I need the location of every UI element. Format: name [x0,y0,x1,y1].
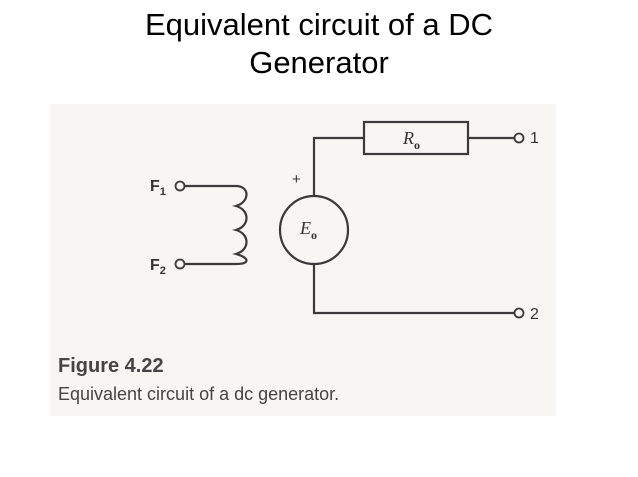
title-line-2: Generator [249,45,389,80]
wire-bottom [312,264,514,315]
polarity-plus-label: + [292,171,301,188]
figure-caption: Equivalent circuit of a dc generator. [58,384,340,404]
wire-top [312,136,364,196]
terminal-f1-label: F1 [150,178,166,198]
terminal-f2 [174,258,186,270]
terminal-f2-label: F2 [150,257,166,277]
terminal-2 [513,307,525,319]
slide-title: Equivalent circuit of a DC Generator [0,6,638,82]
terminal-f1 [174,180,186,192]
terminal-2-label: 2 [530,306,539,323]
scanned-figure-background [50,104,556,416]
title-line-1: Equivalent circuit of a DC [144,7,494,42]
terminal-1 [513,132,525,144]
resistor-label: Ro [402,128,420,152]
generator-source [278,194,350,266]
field-winding-coil [184,184,248,266]
source-label: Eo [299,218,317,242]
terminal-1-label: 1 [530,130,539,147]
figure-label: Figure 4.22 [58,355,164,377]
